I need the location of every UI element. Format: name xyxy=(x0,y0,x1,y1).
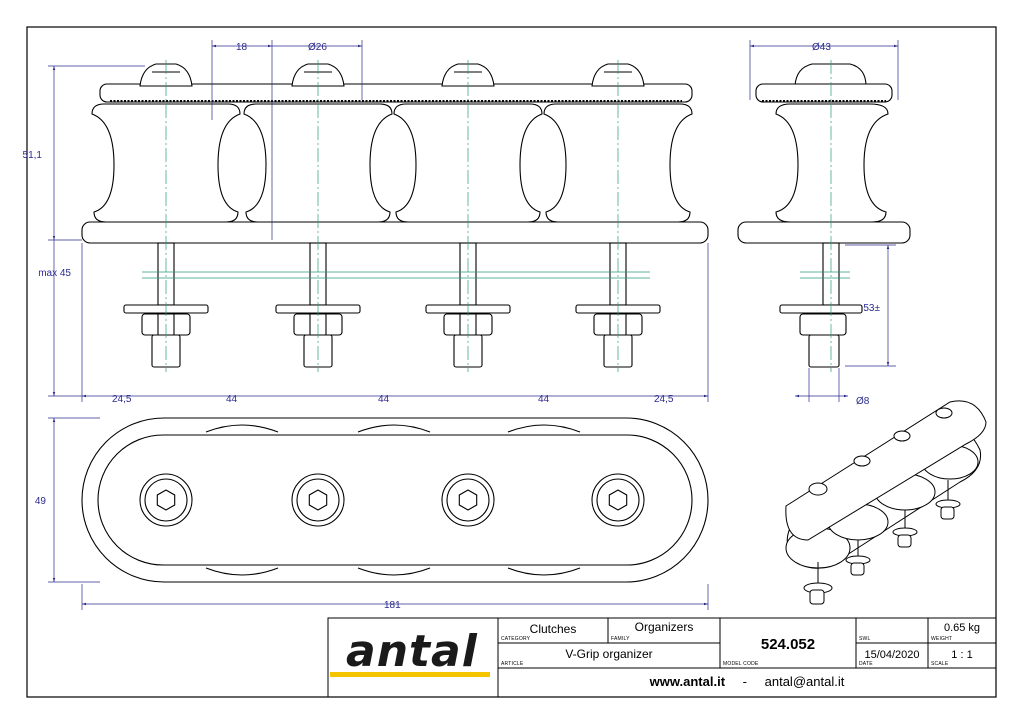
article-value: V-Grip organizer xyxy=(565,647,653,661)
dim-spacing-2: 44 xyxy=(226,394,238,405)
category-value: Clutches xyxy=(529,622,577,636)
center-lines xyxy=(142,60,850,372)
antal-logo: antal xyxy=(346,626,478,677)
swl-label: SWL xyxy=(859,636,871,642)
dim-181: 181 xyxy=(384,600,401,611)
date-label: DATE xyxy=(859,661,873,667)
dim-spacing-3: 44 xyxy=(378,394,390,405)
dim-dia8: Ø8 xyxy=(856,396,870,407)
email-link[interactable]: antal@antal.it xyxy=(764,674,845,689)
dim-spacing-4: 44 xyxy=(538,394,550,405)
contact-line: www.antal.it - antal@antal.it xyxy=(498,674,996,689)
model-code-value: 524.052 xyxy=(760,636,816,653)
top-view xyxy=(81,417,709,583)
dimension-lines xyxy=(48,40,899,610)
contact-separator: - xyxy=(742,674,747,689)
website-link[interactable]: www.antal.it xyxy=(649,674,726,689)
logo-underline xyxy=(330,672,490,677)
date-value: 15/04/2020 xyxy=(864,649,920,661)
front-view xyxy=(81,63,709,368)
dim-max45: max 45 xyxy=(38,268,71,279)
roller-assembly-2 xyxy=(243,63,393,368)
bolt-head-top-2 xyxy=(291,473,345,527)
dimension-labels: 18 Ø26 Ø43 51,1 max 45 53± Ø8 49 181 24,… xyxy=(23,42,881,611)
article-label: ARTICLE xyxy=(501,661,524,667)
bolt-head-top-3 xyxy=(441,473,495,527)
category-label: CATEGORY xyxy=(501,636,531,642)
dim-dia26: Ø26 xyxy=(308,42,327,53)
weight-value: 0.65 kg xyxy=(943,622,981,634)
bolt-head-top-1 xyxy=(139,473,193,527)
bolt-head-top-4 xyxy=(591,473,645,527)
family-value: Organizers xyxy=(634,620,694,634)
dim-dia43: Ø43 xyxy=(812,42,831,53)
weight-label: WEIGHT xyxy=(931,636,953,642)
dim-spacing-1: 24,5 xyxy=(112,394,132,405)
family-label: FAMILY xyxy=(611,636,630,642)
scale-label: SCALE xyxy=(931,661,949,667)
dim-spacing-5: 24,5 xyxy=(654,394,674,405)
scale-value: 1 : 1 xyxy=(951,649,973,661)
title-block-grid xyxy=(327,617,997,698)
dim-18: 18 xyxy=(236,42,248,53)
dim-53: 53± xyxy=(863,303,880,314)
side-view xyxy=(737,63,911,368)
model-code-label: MODEL CODE xyxy=(723,661,759,667)
dim-49: 49 xyxy=(35,496,47,507)
dim-51-1: 51,1 xyxy=(23,150,43,161)
isometric-view xyxy=(785,400,987,605)
